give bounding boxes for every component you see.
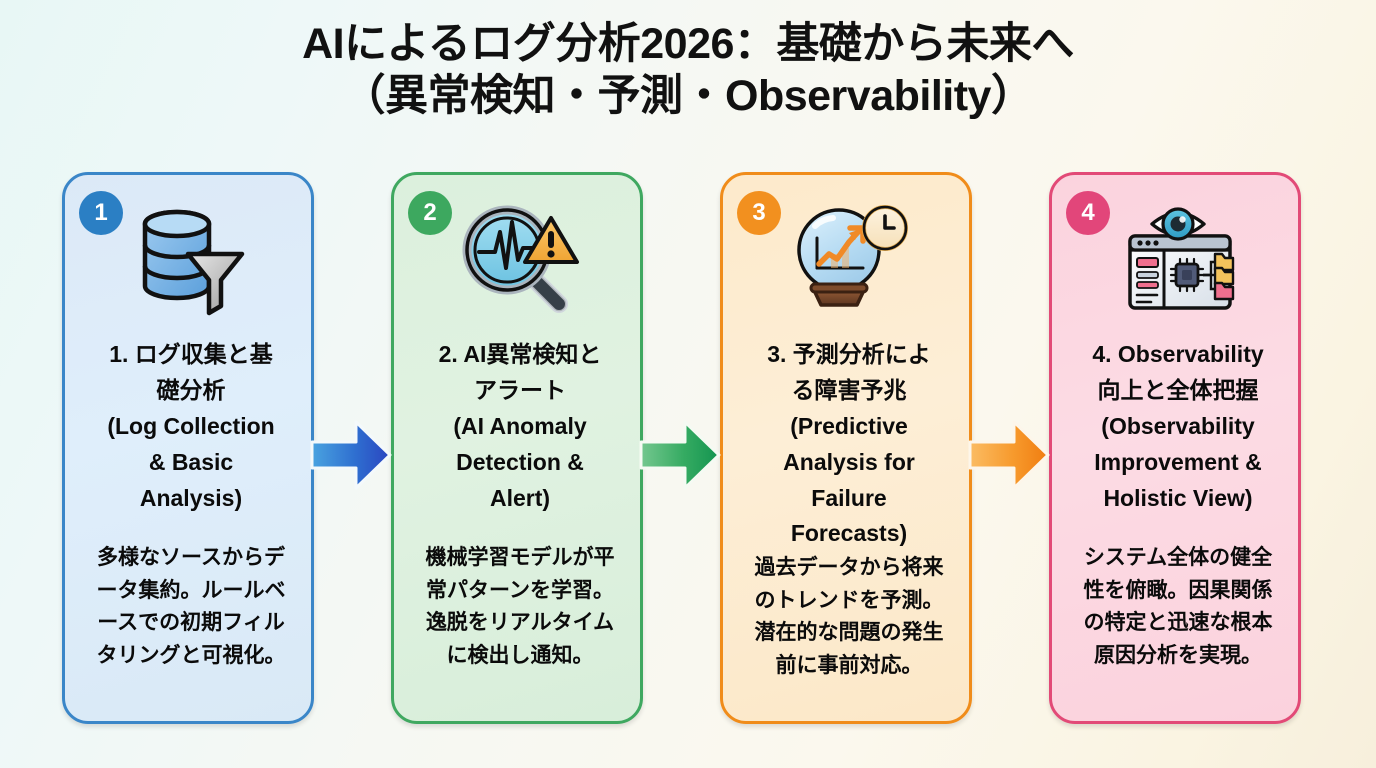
page-title: AIによるログ分析2026：基礎から未来へ （異常検知・予測・Observabi… [0, 18, 1376, 123]
step-card-4[interactable]: 4 [1049, 172, 1301, 724]
crystal-ball-forecast-icon [723, 199, 969, 321]
step-card-3-description: 過去データから将来 のトレンドを予測。 潜在的な問題の発生 前に事前対応。 [754, 556, 944, 677]
database-funnel-icon [65, 199, 311, 321]
step-card-4-title: 4. Observability 向上と全体把握 (Observability … [1092, 341, 1264, 511]
step-badge-4: 4 [1066, 191, 1110, 235]
arrow-step3-to-step4 [966, 412, 1052, 498]
arrow-step1-to-step2 [308, 412, 394, 498]
step-card-1[interactable]: 1 [62, 172, 314, 724]
step-card-4-description: システム全体の健全 性を俯瞰。因果関係 の特定と迅速な根本 原因分析を実現。 [1083, 546, 1273, 668]
step-card-2-title: 2. AI異常検知と アラート (AI Anomaly Detection & … [438, 341, 602, 511]
title-line-2: （異常検知・予測・Observability） [342, 72, 1034, 121]
step-badge-2: 2 [408, 191, 452, 235]
step-card-2[interactable]: 2 [391, 172, 643, 724]
step-card-3-body: 3. 予測分析によ る障害予兆 (Predictive Analysis for… [723, 337, 969, 682]
step-card-1-title: 1. ログ収集と基 礎分析 (Log Collection & Basic An… [107, 341, 275, 511]
step-card-4-body: 4. Observability 向上と全体把握 (Observability … [1052, 337, 1298, 673]
step-card-1-description: 多様なソースからデ ータ集約。ルールベ ースでの初期フィル タリングと可視化。 [96, 546, 286, 668]
step-card-3[interactable]: 3 [720, 172, 972, 724]
dashboard-eye-observability-icon [1052, 199, 1298, 321]
step-badge-3: 3 [737, 191, 781, 235]
step-card-3-title: 3. 予測分析によ る障害予兆 (Predictive Analysis for… [767, 341, 931, 547]
arrow-step2-to-step3 [637, 412, 723, 498]
step-card-2-description: 機械学習モデルが平 常パターンを学習。 逸脱をリアルタイム に検出し通知。 [425, 546, 615, 668]
spacer [1060, 516, 1296, 542]
title-line-1: AIによるログ分析2026：基礎から未来へ [302, 20, 1074, 68]
spacer [73, 516, 309, 542]
step-card-1-body: 1. ログ収集と基 礎分析 (Log Collection & Basic An… [65, 337, 311, 673]
magnifier-waveform-alert-icon [394, 199, 640, 321]
spacer [402, 516, 638, 542]
step-badge-1: 1 [79, 191, 123, 235]
step-card-2-body: 2. AI異常検知と アラート (AI Anomaly Detection & … [394, 337, 640, 673]
